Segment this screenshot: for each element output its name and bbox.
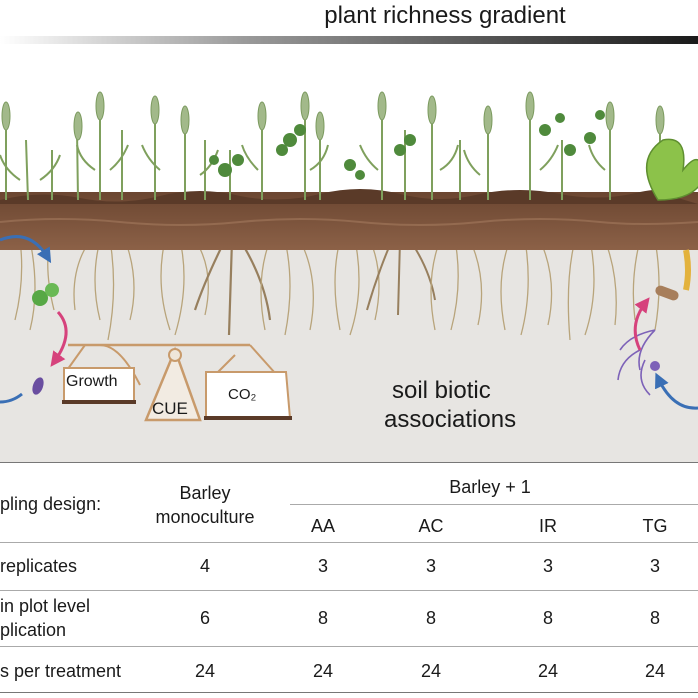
row-2-label-line2: plication [0,620,67,640]
row-3-label: s per treatment [0,661,122,681]
row-2-tg: 8 [649,608,660,628]
barley-ears [1,91,665,141]
sampling-table: pling design: Barley monoculture Barley … [0,462,698,698]
rule-2 [0,590,698,591]
yellow-root [683,249,691,291]
mix-group-rule [290,504,698,505]
row-1-mono: 4 [199,556,210,576]
row-2-ir: 8 [542,608,553,628]
companion-plants [209,110,605,180]
col-ac: AC [418,516,444,536]
blue-arrow-bottom-right [655,372,698,410]
row-1-label: replicates [0,556,78,576]
col-aa: AA [310,516,335,536]
row-1-tg: 3 [649,556,660,576]
row-1-aa: 3 [317,556,328,576]
row-2-mono: 6 [199,608,210,628]
monoculture-line1: Barley [179,483,231,503]
diagram-illustration [0,36,698,462]
row-2-label-line1: in plot level [0,596,91,616]
pink-arrow-right [633,297,650,351]
pink-arrow-left [50,310,68,367]
row-3-aa: 24 [312,661,334,681]
microbe-purple [32,377,44,395]
rule-3 [0,646,698,647]
growth-label: Growth [66,373,118,390]
table-bottom-rule [0,692,698,693]
barley-plants [0,110,682,201]
soil-line2: associations [384,406,517,433]
mix-group-label: Barley + 1 [449,477,531,497]
blue-arrow-top-left [0,235,52,264]
row-1-ac: 3 [425,556,436,576]
col-ir: IR [539,516,557,536]
chart-title: plant richness gradient [324,2,566,29]
cue-balance [62,343,292,422]
microbe-green [32,283,59,306]
cue-label: CUE [152,399,188,418]
fungus-hyphae [617,329,656,396]
microbe-brown [655,285,679,301]
monoculture-line2: monoculture [155,507,255,527]
row-2-aa: 8 [317,608,328,628]
row-1-ir: 3 [542,556,553,576]
soil-surface [0,189,698,204]
row-3-mono: 24 [194,661,216,681]
row-3-ac: 24 [420,661,442,681]
soil-line1: soil biotic [392,377,491,404]
row-3-tg: 24 [644,661,666,681]
table-top-rule [0,462,698,463]
header-label: pling design: [0,494,102,514]
richness-gradient-bar [0,36,698,44]
col-tg: TG [642,516,668,536]
co2-label: CO₂ [228,386,257,403]
row-3-ir: 24 [537,661,559,681]
rule-1 [0,542,698,543]
row-2-ac: 8 [425,608,436,628]
leafy-plant [645,138,698,201]
